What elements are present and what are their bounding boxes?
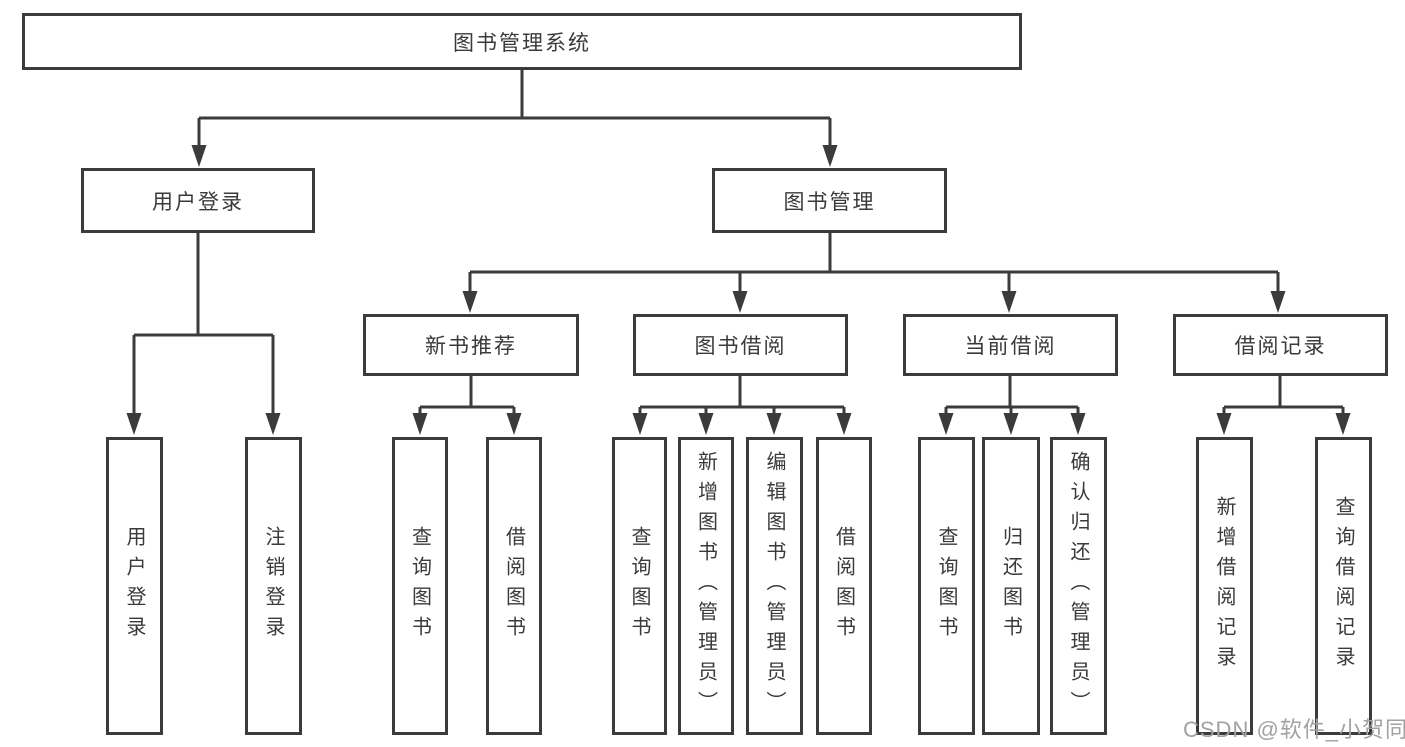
node-book-borrowing: 图书借阅: [633, 314, 848, 376]
leaf-query-books: 查询图书: [612, 437, 667, 735]
leaf-user-login: 用户登录: [106, 437, 163, 735]
leaf-logout: 注销登录: [245, 437, 302, 735]
leaf-add-books-admin: 新增图书（管理员）: [678, 437, 734, 735]
leaf-query-books: 查询图书: [392, 437, 448, 735]
csdn-watermark: CSDN @软件_小贺同学: [1183, 717, 1405, 742]
node-borrowing-records: 借阅记录: [1173, 314, 1388, 376]
leaf-return-books: 归还图书: [982, 437, 1040, 735]
node-book-management: 图书管理: [712, 168, 947, 233]
node-new-book-recommendation: 新书推荐: [363, 314, 579, 376]
leaf-query-books: 查询图书: [918, 437, 975, 735]
leaf-borrow-books: 借阅图书: [816, 437, 872, 735]
leaf-add-borrow-record: 新增借阅记录: [1196, 437, 1253, 735]
arrowheads: [126, 145, 1351, 435]
node-user-login: 用户登录: [81, 168, 315, 233]
leaf-confirm-return-admin: 确认归还（管理员）: [1050, 437, 1107, 735]
node-root-system: 图书管理系统: [22, 13, 1022, 70]
leaf-query-borrow-record: 查询借阅记录: [1315, 437, 1372, 735]
node-current-borrowing: 当前借阅: [903, 314, 1118, 376]
leaf-borrow-books: 借阅图书: [486, 437, 542, 735]
leaf-edit-books-admin: 编辑图书（管理员）: [746, 437, 803, 735]
